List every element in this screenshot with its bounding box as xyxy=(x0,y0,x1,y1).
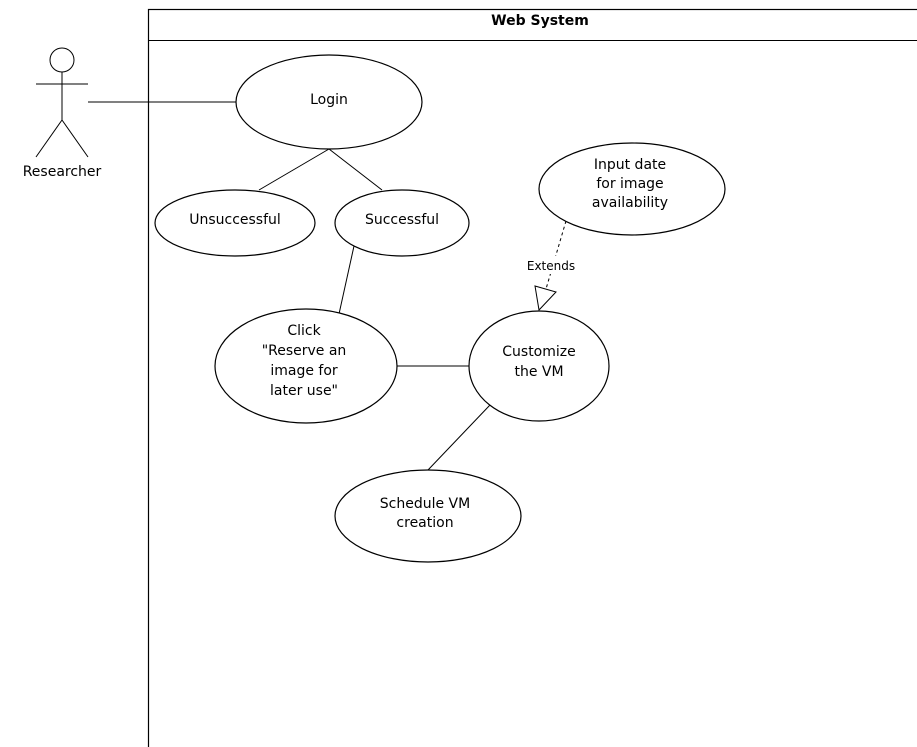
label-line: Unsuccessful xyxy=(189,212,281,228)
label-line: Schedule VM xyxy=(380,496,470,512)
schedule-label: Schedule VM creation xyxy=(380,496,470,531)
use-case-input-date: Input date for image availability xyxy=(538,142,726,236)
successful-reserve-link xyxy=(338,245,355,315)
actor-head xyxy=(49,47,75,73)
input-date-label: Input date for image availability xyxy=(592,157,668,211)
customize-ellipse xyxy=(468,310,610,422)
label-line: Successful xyxy=(365,212,439,228)
actor-left-leg xyxy=(35,119,63,158)
login-unsuccessful-link xyxy=(258,148,330,191)
reserve-label: Click "Reserve an image for later use" xyxy=(262,323,347,399)
customize-schedule-link xyxy=(427,404,491,471)
successful-label: Successful xyxy=(365,212,439,228)
login-successful-link xyxy=(328,148,383,191)
label-line: the VM xyxy=(514,364,563,380)
label-line: image for xyxy=(270,363,338,379)
label-line: Click xyxy=(287,323,321,339)
label-line: Input date xyxy=(594,157,666,173)
actor-researcher: Researcher xyxy=(23,47,102,180)
login-ellipse xyxy=(235,54,423,150)
label-line: availability xyxy=(592,195,668,211)
label-line: for image xyxy=(596,176,663,192)
use-case-customize: Customize the VM xyxy=(468,310,610,422)
actor-label: Researcher xyxy=(23,164,102,180)
use-case-reserve: Click "Reserve an image for later use" xyxy=(214,308,398,424)
unsuccessful-ellipse xyxy=(154,189,316,257)
label-line: creation xyxy=(396,515,453,531)
extends-label: Extends xyxy=(527,259,575,273)
extends-label-bg xyxy=(519,256,583,274)
input-date-ellipse xyxy=(538,142,726,236)
label-line: Customize xyxy=(502,344,576,360)
reserve-ellipse xyxy=(214,308,398,424)
extends-arrowhead xyxy=(534,285,557,312)
use-case-unsuccessful: Unsuccessful xyxy=(154,189,316,257)
use-case-login: Login xyxy=(235,54,423,150)
use-case-successful: Successful xyxy=(334,189,470,257)
label-line: "Reserve an xyxy=(262,343,347,359)
connectors: Extends xyxy=(88,101,583,471)
unsuccessful-label: Unsuccessful xyxy=(189,212,281,228)
label-line: later use" xyxy=(270,383,338,399)
schedule-ellipse xyxy=(334,469,522,563)
login-label: Login xyxy=(310,92,348,108)
successful-ellipse xyxy=(334,189,470,257)
use-case-schedule: Schedule VM creation xyxy=(334,469,522,563)
label-line: Login xyxy=(310,92,348,108)
actor-right-leg xyxy=(61,119,89,158)
system-title: Web System xyxy=(491,13,589,29)
customize-label: Customize the VM xyxy=(502,344,576,380)
